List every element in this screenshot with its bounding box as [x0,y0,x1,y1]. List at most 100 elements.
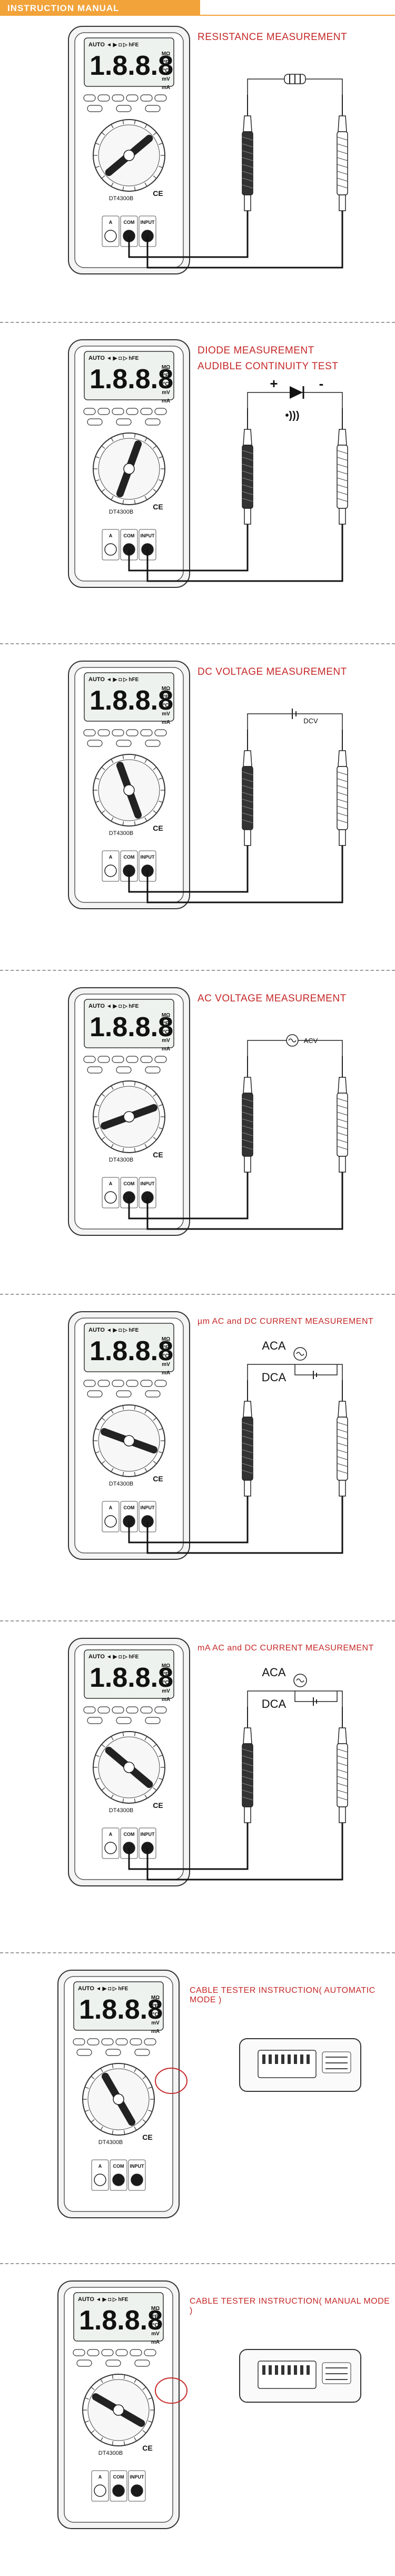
meter-button[interactable] [116,1066,132,1074]
port-jack[interactable] [94,2484,106,2497]
meter-button[interactable] [126,729,139,736]
meter-button[interactable] [140,94,153,102]
meter-button[interactable] [145,1066,161,1074]
port-jack[interactable] [104,1515,117,1528]
test-probe[interactable] [242,408,253,525]
port-jack[interactable] [104,1842,117,1854]
meter-button[interactable] [105,2359,121,2367]
port-jack[interactable] [94,2174,106,2186]
meter-button[interactable] [130,2038,142,2046]
meter-button[interactable] [87,1066,103,1074]
meter-button[interactable] [145,1717,161,1724]
meter-button[interactable] [154,1380,167,1387]
meter-button[interactable] [97,729,110,736]
meter-button[interactable] [112,1056,124,1063]
meter-button[interactable] [83,408,96,415]
test-probe[interactable] [242,1380,253,1497]
port-jack[interactable] [112,2484,125,2497]
meter-button[interactable] [130,2349,142,2356]
meter-button[interactable] [115,2349,128,2356]
meter-button[interactable] [126,1056,139,1063]
meter-button[interactable] [87,105,103,112]
meter-button[interactable] [154,1706,167,1714]
meter-button[interactable] [145,418,161,426]
meter-button[interactable] [140,1380,153,1387]
meter-button[interactable] [105,2049,121,2056]
meter-button[interactable] [140,1706,153,1714]
meter-button[interactable] [87,1717,103,1724]
meter-button[interactable] [83,94,96,102]
meter-button[interactable] [116,740,132,747]
meter-button[interactable] [73,2349,85,2356]
meter-button[interactable] [116,105,132,112]
port-jack[interactable] [104,864,117,877]
meter-button[interactable] [140,729,153,736]
meter-button[interactable] [116,418,132,426]
dial-tick [112,2063,114,2069]
meter-button[interactable] [134,2359,150,2367]
test-probe[interactable] [337,1707,348,1823]
dial-tick [101,1137,105,1140]
meter-button[interactable] [140,408,153,415]
meter-button[interactable] [112,1380,124,1387]
meter-button[interactable] [97,408,110,415]
test-probe[interactable] [337,408,348,525]
dial-tick [111,1794,114,1799]
meter-button[interactable] [101,2349,114,2356]
meter-button[interactable] [97,1056,110,1063]
test-probe[interactable] [242,730,253,846]
meter-button[interactable] [87,2349,100,2356]
meter-button[interactable] [145,1390,161,1398]
test-probe[interactable] [337,1380,348,1497]
meter-button[interactable] [116,1390,132,1398]
port-jack[interactable] [104,1191,117,1204]
meter-button[interactable] [154,1056,167,1063]
meter-button[interactable] [73,2038,85,2046]
meter-button[interactable] [97,1706,110,1714]
meter-button[interactable] [126,408,139,415]
meter-button[interactable] [115,2038,128,2046]
meter-button[interactable] [144,2038,156,2046]
test-probe[interactable] [337,95,348,211]
meter-button[interactable] [154,94,167,102]
test-probe[interactable] [242,1056,253,1173]
meter-button[interactable] [140,1056,153,1063]
meter-button[interactable] [87,2038,100,2046]
test-probe[interactable] [337,1056,348,1173]
meter-button[interactable] [126,1380,139,1387]
meter-button[interactable] [83,1380,96,1387]
meter-button[interactable] [97,94,110,102]
meter-button[interactable] [101,2038,114,2046]
meter-button[interactable] [126,94,139,102]
meter-button[interactable] [87,740,103,747]
meter-button[interactable] [126,1706,139,1714]
meter-button[interactable] [154,408,167,415]
meter-button[interactable] [83,1056,96,1063]
meter-button[interactable] [112,408,124,415]
test-probe[interactable] [242,1707,253,1823]
meter-button[interactable] [116,1717,132,1724]
test-probe[interactable] [242,95,253,211]
port-jack[interactable] [112,2174,125,2186]
meter-button[interactable] [145,105,161,112]
meter-button[interactable] [97,1380,110,1387]
port-jack[interactable] [131,2174,143,2186]
port-jack[interactable] [104,230,117,242]
meter-button[interactable] [87,1390,103,1398]
meter-button[interactable] [144,2349,156,2356]
meter-button[interactable] [76,2359,92,2367]
meter-button[interactable] [83,729,96,736]
meter-button[interactable] [154,729,167,736]
port-jack[interactable] [104,543,117,556]
meter-button[interactable] [83,1706,96,1714]
meter-button[interactable] [112,729,124,736]
meter-button[interactable] [134,2049,150,2056]
port-jack[interactable] [131,2484,143,2497]
meter-button[interactable] [112,1706,124,1714]
lcd-unit: mA [162,85,170,91]
meter-button[interactable] [145,740,161,747]
test-probe[interactable] [337,730,348,846]
meter-button[interactable] [112,94,124,102]
meter-button[interactable] [87,418,103,426]
meter-button[interactable] [76,2049,92,2056]
